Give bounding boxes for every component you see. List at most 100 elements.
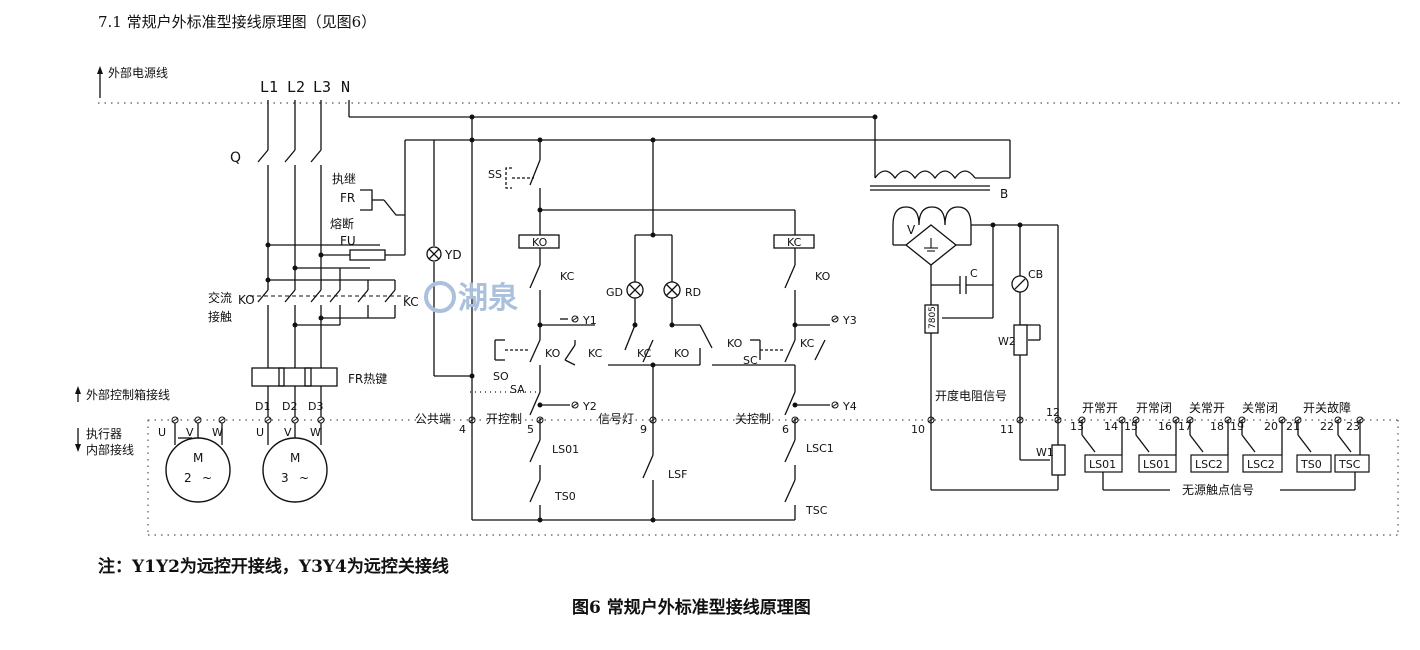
contactor-label-1: 交流	[208, 290, 232, 305]
tsc-label: TSC	[805, 504, 828, 517]
motor3-w-label: W	[310, 426, 321, 439]
y1-label: Y1	[582, 314, 597, 327]
terminal-5: 5	[527, 423, 534, 436]
phase-n3: L3	[313, 78, 331, 96]
terminal-6: 6	[782, 423, 789, 436]
dry-contact-label-3: LSC2	[1195, 458, 1223, 471]
power-circuit	[174, 100, 1010, 445]
actuator-internal-label-2: 内部接线	[86, 442, 134, 457]
relay-label-1: 执继	[332, 172, 356, 186]
motor2-u-label: U	[158, 426, 166, 439]
motor-2-number: 2	[184, 471, 192, 485]
phase-n: N	[341, 78, 350, 96]
zone-separators	[98, 102, 1400, 536]
common-terminal-label: 公共端	[415, 412, 451, 426]
lso1-label: LS01	[552, 443, 579, 456]
terminal-21: 21	[1286, 420, 1300, 433]
ko-mid-label: KO	[674, 347, 690, 360]
relay-label-2: FR	[340, 191, 355, 205]
kc-right-label: KC	[800, 337, 815, 350]
dry-contacts-group-label: 无源触点信号	[1182, 483, 1254, 497]
gd-label: GD	[606, 286, 623, 299]
external-control-label: 外部控制箱接线	[86, 387, 170, 402]
motor-3-number: 3	[281, 471, 289, 485]
ko-coil-label: KO	[532, 236, 548, 249]
terminal-15: 15	[1124, 420, 1138, 433]
terminal-18: 18	[1210, 420, 1224, 433]
motor-2-label: M	[193, 451, 203, 465]
header-open-nc: 开常闭	[1136, 401, 1172, 415]
ko-coil-symbol	[518, 234, 560, 249]
motor-3-icon	[262, 437, 328, 503]
footnote: 注：Y1Y2为远控开接线，Y3Y4为远控关接线	[98, 556, 449, 577]
y2-label: Y2	[582, 400, 597, 413]
dry-contact-label-5: TS0	[1300, 458, 1322, 471]
fuse-label-2: FU	[340, 234, 356, 248]
kc-coil-symbol	[773, 234, 815, 249]
d1-label: D1	[255, 400, 270, 413]
ground-icon	[924, 238, 938, 252]
ko-right-label: KO	[727, 337, 743, 350]
lsf-label: LSF	[668, 468, 687, 481]
motor-3-label: M	[290, 451, 300, 465]
junction-dots	[265, 114, 1023, 523]
fuse-symbol	[349, 249, 386, 261]
yd-lamp-icon	[426, 246, 442, 262]
header-open-no: 开常开	[1082, 401, 1118, 415]
external-power-label: 外部电源线	[108, 65, 168, 80]
resistance-signal-label: 开度电阻信号	[935, 388, 1007, 403]
open-control-label: 开控制	[486, 412, 522, 426]
terminal-14: 14	[1104, 420, 1118, 433]
ss-label: SS	[488, 168, 502, 181]
ko-left-label: KO	[545, 347, 561, 360]
terminal-9: 9	[640, 423, 647, 436]
terminal-19: 19	[1230, 420, 1244, 433]
dry-contact-label-6: TSC	[1338, 458, 1361, 471]
section-heading: 7.1 常规户外标准型接线原理图（见图6）	[98, 13, 376, 31]
d2-label: D2	[282, 400, 297, 413]
sc-label: SC	[743, 354, 758, 367]
terminal-20: 20	[1264, 420, 1278, 433]
sa-label: SA	[510, 383, 525, 396]
terminal-11: 11	[1000, 423, 1014, 436]
watermark-text: 湖泉	[458, 281, 518, 316]
external-control-arrows	[75, 386, 81, 452]
fuse-label-1: 熔断	[330, 216, 354, 231]
kc-contact-label: KC	[560, 270, 575, 283]
phase-l1: L1	[260, 78, 278, 96]
y3-label: Y3	[842, 314, 857, 327]
dry-contact-label-1: LS01	[1089, 458, 1116, 471]
rd-lamp-icon	[663, 281, 681, 299]
cb-label: CB	[1028, 268, 1043, 281]
motor-3-tilde: ~	[299, 471, 309, 485]
thermal-key-label: FR热键	[348, 372, 387, 386]
transformer-label: B	[1000, 187, 1008, 201]
cb-icon	[1011, 275, 1029, 293]
ko-contact-label: KO	[815, 270, 831, 283]
breaker-label: Q	[230, 150, 241, 166]
signal-lamp-label: 信号灯	[598, 412, 634, 426]
contactor-kc-label: KC	[403, 295, 419, 309]
kc-left-label: KC	[588, 347, 603, 360]
actuator-internal-label-1: 执行器	[86, 427, 122, 441]
dry-contact-label-4: LSC2	[1247, 458, 1275, 471]
terminal-16: 16	[1158, 420, 1172, 433]
motor3-u-label: U	[256, 426, 264, 439]
y4-label: Y4	[842, 400, 857, 413]
motor-2-icon	[165, 437, 231, 503]
kc-mid-label: KC	[637, 347, 652, 360]
external-power-arrow	[97, 66, 103, 98]
terminal-17: 17	[1178, 420, 1192, 433]
yd-label: YD	[444, 248, 462, 262]
lsc1-label: LSC1	[806, 442, 834, 455]
y-terminal-symbols	[571, 315, 839, 409]
phase-l2: L2	[287, 78, 305, 96]
dry-contact-boxes	[1084, 454, 1370, 473]
header-close-nc: 关常闭	[1242, 401, 1278, 415]
motor3-v-label: V	[284, 426, 292, 439]
w2-label: W2	[998, 335, 1016, 348]
motor2-v-label: V	[186, 426, 194, 439]
regulator-7805-label: 7805	[928, 306, 938, 329]
terminal-10: 10	[911, 423, 925, 436]
